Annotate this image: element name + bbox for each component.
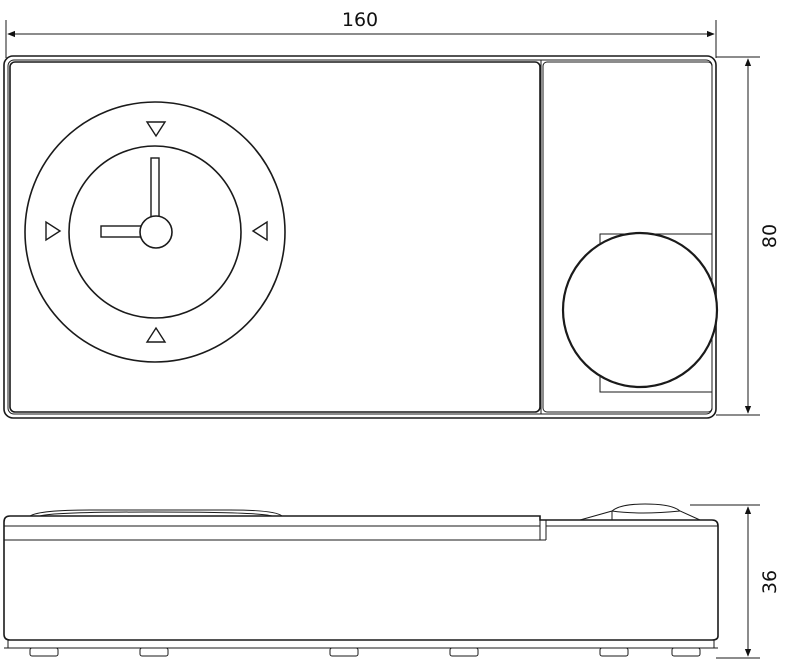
hour-hand <box>100 225 146 238</box>
rotary-knob[interactable] <box>561 231 719 389</box>
hand-hub <box>139 215 173 249</box>
dial-outer-ring <box>24 101 286 363</box>
width-dimension: 160 <box>5 9 717 58</box>
marker-right-triangle-icon <box>251 220 268 242</box>
marker-left-triangle-icon <box>45 220 62 242</box>
foot <box>139 647 169 657</box>
width-label: 160 <box>342 9 378 31</box>
minute-hand <box>150 157 160 223</box>
marker-bottom-triangle-icon <box>145 326 167 343</box>
side-view: 36 <box>3 503 781 659</box>
clock-panel <box>9 61 541 413</box>
side-dial-profile <box>29 509 283 517</box>
depth-label: 36 <box>759 570 781 594</box>
dial-inner-face <box>68 145 242 319</box>
top-view: 160 80 <box>3 9 781 419</box>
marker-top-triangle-icon <box>145 121 167 138</box>
height-dimension: 80 <box>716 56 781 416</box>
height-label: 80 <box>759 224 781 248</box>
depth-dimension: 36 <box>690 504 781 659</box>
side-knob-profile <box>579 503 701 521</box>
timer-dial[interactable] <box>24 101 286 363</box>
foot <box>671 647 701 657</box>
foot <box>449 647 479 657</box>
device-body-outline <box>3 55 717 419</box>
foot <box>29 647 59 657</box>
foot <box>329 647 359 657</box>
side-dial-profile-inner <box>39 511 273 517</box>
side-body-outline <box>3 515 719 641</box>
side-knob-profile-inner <box>611 510 681 514</box>
foot <box>599 647 629 657</box>
